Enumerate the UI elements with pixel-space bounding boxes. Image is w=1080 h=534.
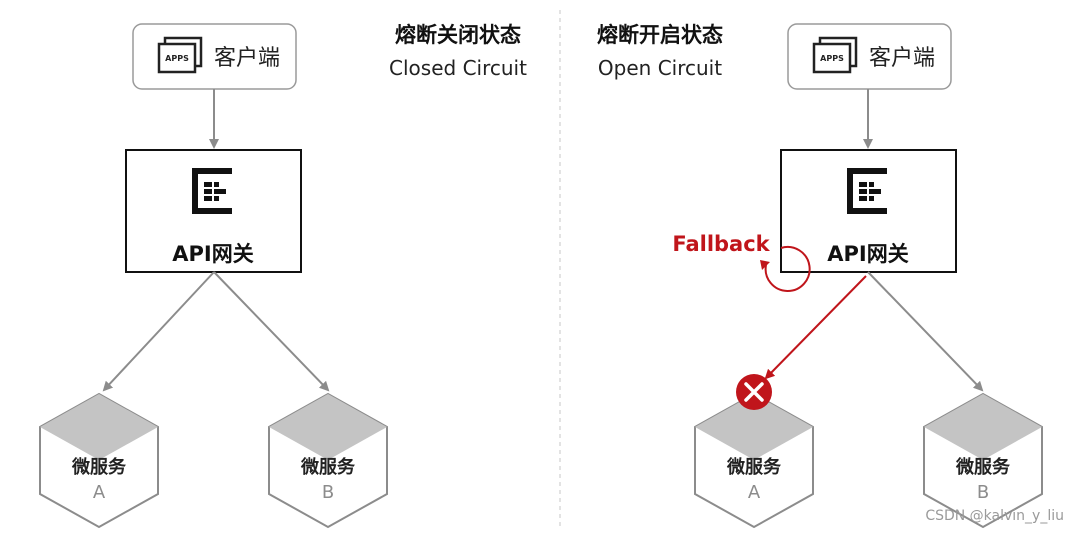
gateway-box: API网关 [780,149,957,273]
closed-title-cn: 熔断关闭状态 [395,23,521,47]
gateway-label: API网关 [172,242,253,266]
apps-icon: APPS [812,36,858,74]
gateway-to-service-a-failed-arrow [764,275,867,380]
gateway-logo-icon [847,168,887,214]
open-title-en: Open Circuit [598,56,722,80]
service-label: 微服务 [955,456,1011,478]
gateway-logo-icon [192,168,232,214]
microservice-b: 微服务 B [268,392,388,529]
service-letter: A [93,482,106,503]
gateway-to-service-a-arrow [102,271,215,392]
client-label: 客户端 [214,46,280,71]
gateway-to-service-b-arrow [213,271,330,392]
service-letter: A [748,482,761,503]
fallback-loop-icon [764,245,811,292]
gateway-to-service-b-arrow [867,271,984,392]
microservice-a: 微服务 A [694,374,814,529]
microservice-b: 微服务 B [923,392,1043,529]
closed-title-en: Closed Circuit [389,56,527,80]
service-label: 微服务 [726,456,782,478]
service-letter: B [977,482,989,503]
apps-icon-text: APPS [820,54,844,63]
gateway-box: API网关 [125,149,302,273]
error-x-icon [736,374,772,410]
gateway-label: API网关 [827,242,908,266]
microservice-a: 微服务 A [39,392,159,529]
service-letter: B [322,482,334,503]
apps-icon-text: APPS [165,54,189,63]
closed-circuit-panel: 熔断关闭状态 Closed Circuit APPS 客户端 [39,23,527,529]
fallback-label: Fallback [672,232,770,256]
client-label: 客户端 [869,46,935,71]
service-label: 微服务 [300,456,356,478]
client-box: APPS 客户端 [787,23,952,90]
open-title-cn: 熔断开启状态 [597,23,723,47]
open-circuit-panel: 熔断开启状态 Open Circuit APPS 客户端 [597,23,1043,529]
fallback-arrowhead [760,260,770,270]
apps-icon: APPS [157,36,203,74]
service-label: 微服务 [71,456,127,478]
watermark: CSDN @kalvin_y_liu [925,508,1064,524]
client-box: APPS 客户端 [132,23,297,90]
